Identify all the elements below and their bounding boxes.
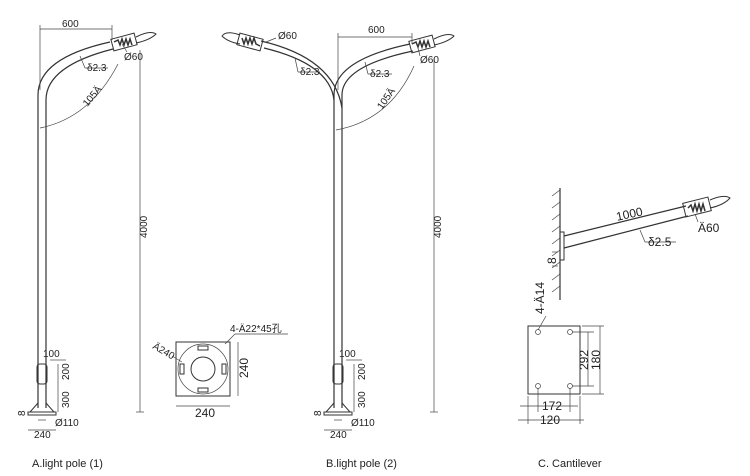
flange-height: 240	[237, 358, 251, 378]
flange-plate: 4-Ä22*45孔 Ä240 240 240	[151, 323, 288, 420]
flange-holes: 4-Ä22*45孔	[230, 323, 282, 335]
height-a: 4000	[139, 215, 150, 238]
bend-radius-b: 105Ä	[375, 85, 398, 111]
plate-w: 120	[540, 413, 560, 427]
lamp-head-b-left	[221, 32, 264, 52]
lamp-head-c	[682, 195, 731, 218]
lamp-dia-b-right: Ø60	[420, 55, 439, 66]
bolt-hole	[535, 329, 541, 335]
base-width-b: 240	[330, 430, 347, 441]
height-b: 4000	[433, 215, 444, 238]
lamp-head-a	[110, 32, 157, 52]
arm-length-a: 600	[62, 19, 79, 30]
hole-v: 292	[577, 350, 591, 370]
bolt-hole	[567, 329, 573, 335]
door-height-b: 200	[357, 363, 368, 380]
slot-hole	[197, 387, 209, 393]
bottom-dia-b: Ø110	[351, 418, 375, 429]
caption-a: A.light pole (1)	[32, 458, 103, 470]
lamp-dia-c: Ä60	[698, 221, 720, 235]
door-a	[36, 363, 48, 385]
bottom-dia-a: Ø110	[55, 418, 79, 429]
base-plate-a: 8	[17, 410, 28, 416]
base-width-a: 240	[34, 430, 51, 441]
cantilever: 1000 δ2.5 Ä60 8 4-Ä14 292 180 172 120 C.…	[518, 188, 731, 470]
door-bottom-b: 300	[357, 391, 368, 408]
arm-length-b: 600	[368, 25, 385, 36]
slot-hole	[179, 363, 185, 375]
thickness-a: δ2.3	[87, 63, 107, 74]
lamp-head-b-right	[408, 34, 455, 54]
holes-c: 4-Ä14	[533, 282, 547, 314]
lamp-dia-a: Ø60	[124, 52, 143, 63]
caption-b: B.light pole (2)	[326, 458, 397, 470]
plate-c: 8	[545, 257, 559, 264]
door-height-a: 200	[61, 363, 72, 380]
slot-hole	[221, 363, 227, 375]
door-b	[332, 363, 344, 385]
flange-circle: Ä240	[151, 340, 178, 362]
light-pole-2: 600 Ø60 δ2.3 δ2.3 Ø60 105Ä 4000 100 200 …	[221, 25, 455, 470]
flange-width: 240	[195, 406, 215, 420]
slot-hole	[197, 345, 209, 351]
plate-h: 180	[589, 350, 603, 370]
thickness-b-left: δ2.3	[300, 67, 320, 78]
light-pole-1: 600 δ2.3 Ø60 105Ä 4000 100 200 300 8 240…	[17, 19, 157, 470]
wall-hatch	[551, 189, 561, 293]
thickness-b-right: δ2.3	[370, 69, 390, 80]
caption-c: C. Cantilever	[538, 458, 602, 470]
door-top-a: 100	[43, 349, 60, 360]
bolt-hole	[567, 383, 573, 389]
thickness-c: δ2.5	[648, 235, 672, 249]
bend-radius-a: 105Ä	[80, 83, 104, 109]
mount-plate	[527, 325, 581, 395]
bolt-hole	[535, 383, 541, 389]
lamp-dia-b-left: Ø60	[278, 31, 297, 42]
door-bottom-a: 300	[61, 391, 72, 408]
arm-length-c: 1000	[615, 204, 644, 223]
hole-h: 172	[542, 399, 562, 413]
base-plate-b: 8	[313, 410, 324, 416]
door-top-b: 100	[339, 349, 356, 360]
